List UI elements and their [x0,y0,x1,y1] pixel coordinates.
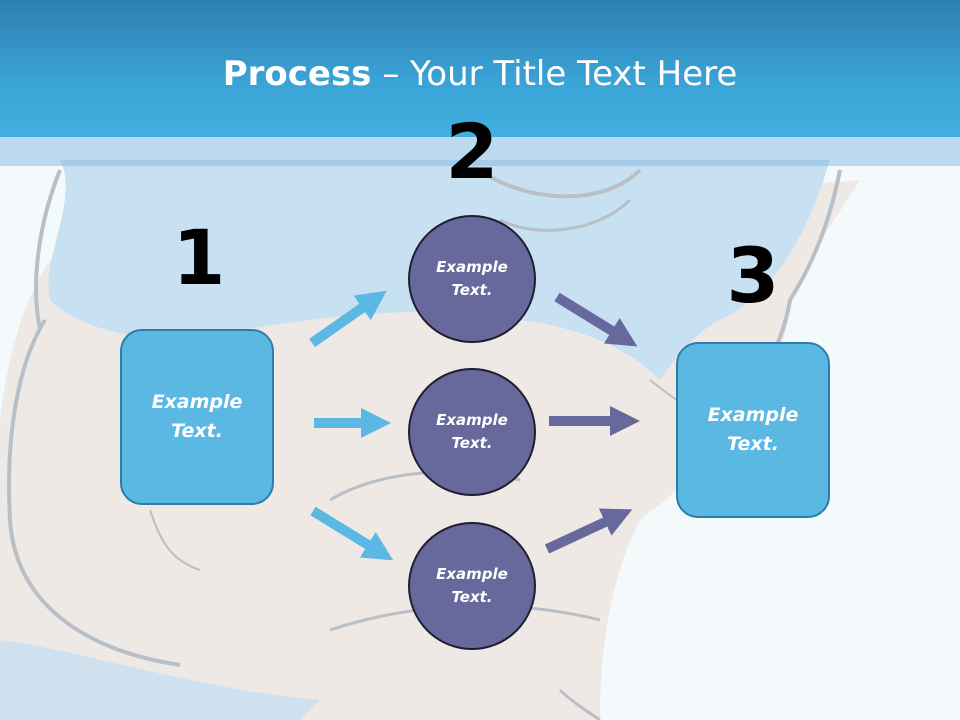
title-bar [0,0,960,137]
step-2-circle-middle: Example Text. [408,368,536,496]
step-2-number: 2 [445,107,499,196]
step-1-number: 1 [172,213,226,302]
title-bar-band [0,137,960,166]
arrow-1-to-2-bottom [310,506,394,561]
step-3-box: Example Text. [676,342,830,518]
arrow-2-top-to-3 [554,292,638,347]
title-bold: Process [222,54,372,94]
title-rest: – Your Title Text Here [371,54,738,94]
arrow-1-to-2-top [309,290,387,348]
step-1-box: Example Text. [120,329,274,505]
step-3-number: 3 [726,231,780,320]
slide-title: Process – Your Title Text Here [0,52,960,96]
arrow-2-bottom-to-3 [544,508,633,554]
step-2-circle-bottom: Example Text. [408,522,536,650]
step-2-circle-top: Example Text. [408,215,536,343]
